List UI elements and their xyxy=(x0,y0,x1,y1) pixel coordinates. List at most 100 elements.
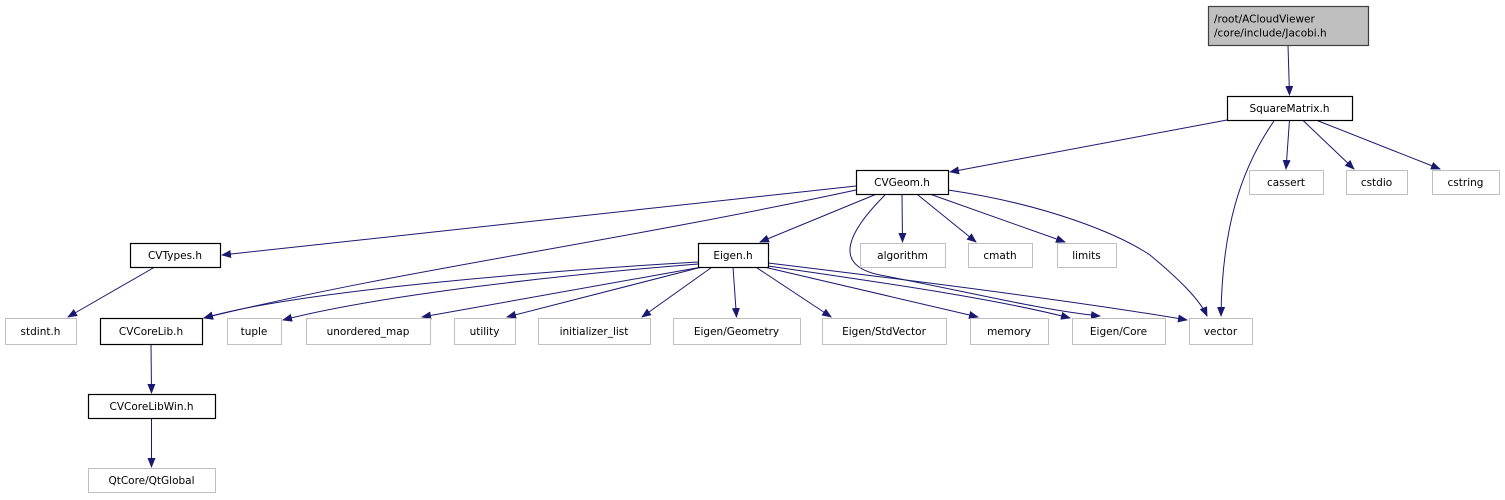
node-qtglobal: QtCore/QtGlobal xyxy=(88,468,216,493)
node-eigen[interactable]: Eigen.h xyxy=(697,242,770,269)
node-box xyxy=(454,318,516,345)
node-box xyxy=(88,468,216,493)
node-cmath: cmath xyxy=(968,243,1033,268)
node-box xyxy=(1346,170,1408,195)
node-box xyxy=(697,242,770,269)
node-cvgeom[interactable]: CVGeom.h xyxy=(855,169,950,196)
node-box xyxy=(5,318,77,345)
edge-eigen-to-eigen-core xyxy=(767,265,1071,320)
node-label: CVCoreLibWin.h xyxy=(110,401,194,413)
edge-eigen-to-initializer-list xyxy=(641,266,713,318)
node-box xyxy=(87,393,217,420)
edge-eigen-to-eigen-stdvector xyxy=(755,266,832,318)
edge-squarematrix-to-vector xyxy=(1217,120,1275,317)
node-squarematrix[interactable]: SquareMatrix.h xyxy=(1226,95,1354,122)
node-label: Eigen.h xyxy=(713,250,752,262)
edge-cvgeom-to-eigen-core xyxy=(849,194,1101,320)
node-cvtypes[interactable]: CVTypes.h xyxy=(129,242,222,269)
node-label: CVCoreLib.h xyxy=(119,326,183,338)
node-label: QtCore/QtGlobal xyxy=(108,475,194,487)
node-box xyxy=(538,318,651,345)
node-box xyxy=(1432,170,1500,195)
node-label: SquareMatrix.h xyxy=(1249,103,1329,115)
node-label: cstring xyxy=(1448,177,1484,189)
node-tuple: tuple xyxy=(227,318,282,345)
edge-cvgeom-to-vector xyxy=(947,189,1208,317)
node-label: Eigen/StdVector xyxy=(842,326,926,338)
node-label: utility xyxy=(470,326,500,338)
node-limits: limits xyxy=(1057,243,1117,268)
nodes-layer: /root/ACloudViewer/core/include/Jacobi.h… xyxy=(5,5,1500,493)
node-label: initializer_list xyxy=(560,326,629,338)
edges-layer xyxy=(67,44,1441,468)
node-label: limits xyxy=(1072,250,1101,262)
edge-cvgeom-to-cmath xyxy=(916,193,977,243)
node-box xyxy=(855,169,950,196)
edge-eigen-to-utility xyxy=(506,266,703,319)
node-box xyxy=(1189,318,1253,345)
edge-eigen-to-cvcorelib xyxy=(203,261,699,320)
node-eigen-geometry: Eigen/Geometry xyxy=(673,318,801,345)
node-cstdio: cstdio xyxy=(1346,170,1408,195)
node-label: /core/include/Jacobi.h xyxy=(1214,28,1327,40)
edge-eigen-to-eigen-geometry xyxy=(731,266,740,318)
edge-squarematrix-to-cassert xyxy=(1282,119,1291,170)
node-label: unordered_map xyxy=(327,326,410,338)
edge-eigen-to-memory xyxy=(763,266,979,319)
edge-eigen-to-unordered-map xyxy=(421,266,703,320)
node-box xyxy=(968,243,1033,268)
node-cstring: cstring xyxy=(1432,170,1500,195)
edge-cvgeom-to-eigen xyxy=(759,193,877,243)
edge-squarematrix-to-cstring xyxy=(1315,119,1441,170)
node-label: vector xyxy=(1204,326,1238,338)
node-box xyxy=(306,318,431,345)
node-box xyxy=(227,318,282,345)
node-algorithm: algorithm xyxy=(860,243,946,268)
node-unordered-map: unordered_map xyxy=(306,318,431,345)
node-vector: vector xyxy=(1189,318,1253,345)
edge-cvgeom-to-limits xyxy=(929,193,1066,243)
edge-eigen-to-tuple xyxy=(282,263,699,322)
node-label: CVTypes.h xyxy=(148,250,202,262)
node-eigen-core: Eigen/Core xyxy=(1072,318,1166,345)
node-label: /root/ACloudViewer xyxy=(1214,14,1315,26)
node-utility: utility xyxy=(454,318,516,345)
node-box xyxy=(1057,243,1117,268)
node-cvcorelib[interactable]: CVCoreLib.h xyxy=(99,317,204,346)
edge-squarematrix-to-cvgeom xyxy=(949,119,1228,175)
edge-cvgeom-to-cvtypes xyxy=(221,185,857,259)
node-eigen-stdvector: Eigen/StdVector xyxy=(822,318,947,345)
node-memory: memory xyxy=(970,318,1049,345)
edge-cvgeom-to-algorithm xyxy=(898,193,907,243)
node-label: stdint.h xyxy=(21,326,61,338)
node-initializer-list: initializer_list xyxy=(538,318,651,345)
node-box xyxy=(99,317,204,346)
node-label: CVGeom.h xyxy=(874,177,930,189)
node-stdint: stdint.h xyxy=(5,318,77,345)
node-label: cassert xyxy=(1267,177,1305,189)
node-box xyxy=(822,318,947,345)
edge-cvgeom-to-cvcorelib xyxy=(203,189,857,320)
node-label: Eigen/Geometry xyxy=(694,326,779,338)
node-label: cmath xyxy=(983,250,1016,262)
node-cvcorelibwin[interactable]: CVCoreLibWin.h xyxy=(87,393,217,420)
node-box xyxy=(129,242,222,269)
node-box xyxy=(860,243,946,268)
node-label: memory xyxy=(987,326,1031,338)
edge-jacobi-to-squarematrix xyxy=(1285,44,1294,96)
edge-cvtypes-to-stdint xyxy=(67,266,156,318)
node-box xyxy=(1249,170,1324,195)
node-label: tuple xyxy=(241,326,268,338)
node-label: cstdio xyxy=(1361,177,1392,189)
node-box xyxy=(1226,95,1354,122)
node-label: Eigen/Core xyxy=(1090,326,1147,338)
edge-cvcorelib-to-cvcorelibwin xyxy=(147,343,156,394)
node-box xyxy=(1207,5,1370,47)
node-cassert: cassert xyxy=(1249,170,1324,195)
edge-eigen-to-vector xyxy=(767,262,1188,323)
node-jacobi[interactable]: /root/ACloudViewer/core/include/Jacobi.h xyxy=(1207,5,1370,47)
node-label: algorithm xyxy=(877,250,928,262)
node-box xyxy=(1072,318,1166,345)
node-box xyxy=(970,318,1049,345)
